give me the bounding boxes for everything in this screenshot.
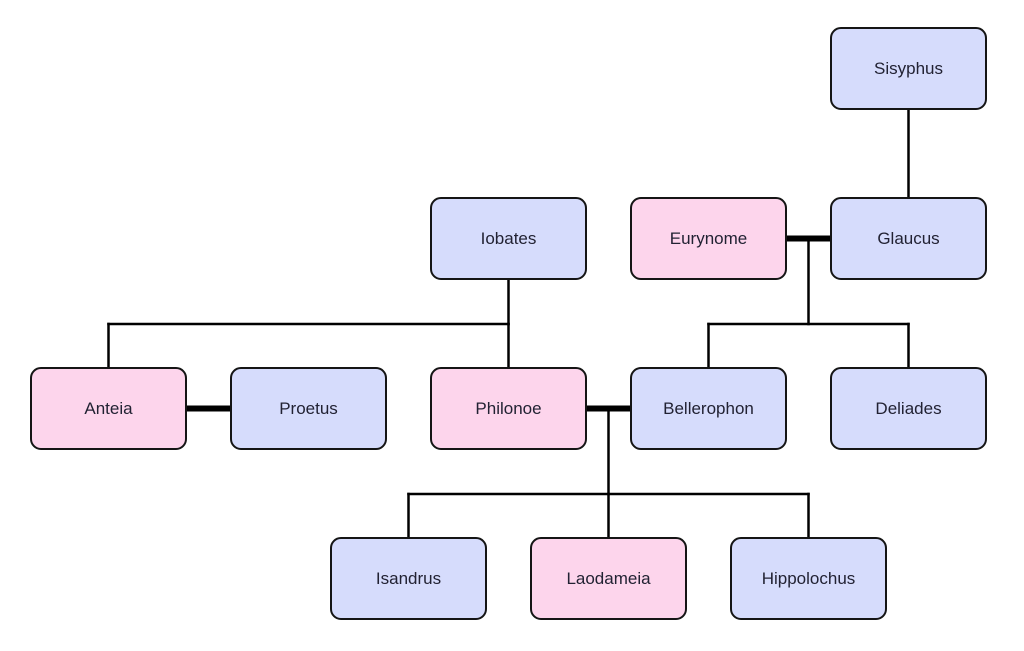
node-label: Deliades xyxy=(875,398,942,418)
node-label: Hippolochus xyxy=(761,568,856,588)
node-bellerophon: Bellerophon xyxy=(630,367,787,450)
node-label: Iobates xyxy=(480,228,537,248)
node-label: Anteia xyxy=(84,398,133,418)
node-label: Proetus xyxy=(279,398,338,418)
node-philonoe: Philonoe xyxy=(430,367,587,450)
node-label: Bellerophon xyxy=(663,398,754,418)
node-label: Eurynome xyxy=(669,228,748,248)
node-laodameia: Laodameia xyxy=(530,537,687,620)
node-glaucus: Glaucus xyxy=(830,197,987,280)
node-label: Glaucus xyxy=(877,228,940,248)
node-hippolochus: Hippolochus xyxy=(730,537,887,620)
node-label: Isandrus xyxy=(375,568,442,588)
node-label: Laodameia xyxy=(566,568,651,588)
node-label: Sisyphus xyxy=(874,58,943,78)
node-deliades: Deliades xyxy=(830,367,987,450)
node-iobates: Iobates xyxy=(430,197,587,280)
node-label: Philonoe xyxy=(475,398,542,418)
node-anteia: Anteia xyxy=(30,367,187,450)
node-sisyphus: Sisyphus xyxy=(830,27,987,110)
node-proetus: Proetus xyxy=(230,367,387,450)
node-eurynome: Eurynome xyxy=(630,197,787,280)
node-isandrus: Isandrus xyxy=(330,537,487,620)
